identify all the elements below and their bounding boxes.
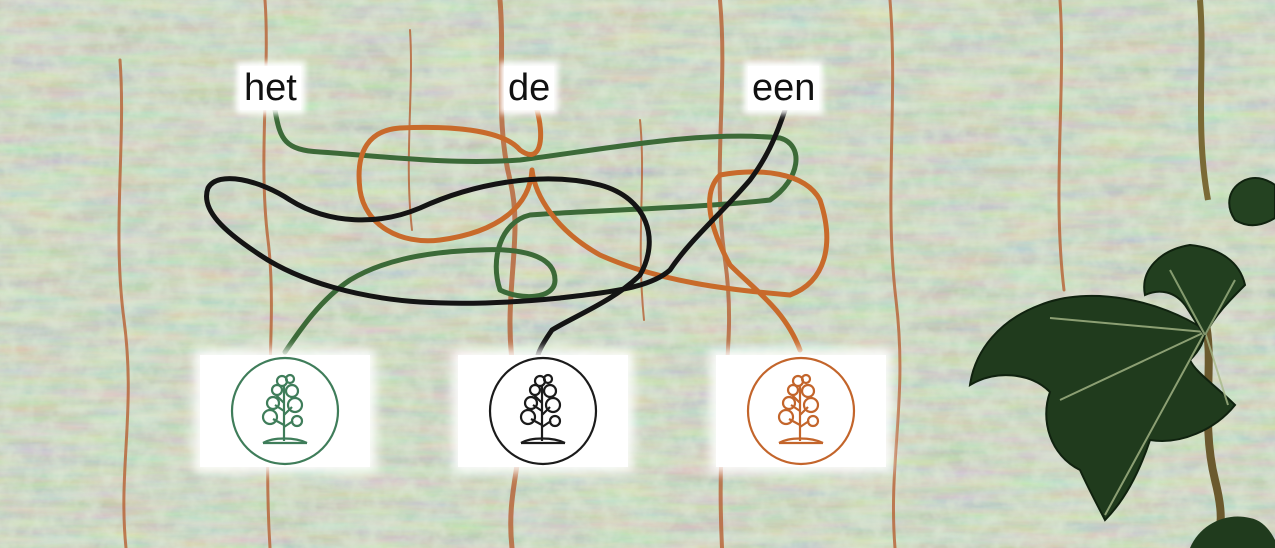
word-het: het [240,66,301,110]
tree-icon [488,356,598,466]
green-tree-icon-card [200,355,370,467]
ivy-plant [968,0,1275,548]
ivy-leaf-small [1228,176,1275,226]
orange-line [356,107,830,353]
tree-icon [230,356,340,466]
word-de: de [504,66,555,110]
ivy-leaf-large [968,294,1237,522]
ivy-leaf-top [1143,243,1247,337]
orange-tree-icon-card [716,355,886,467]
black-line [204,107,788,358]
ivy-leaf-bottom [1190,516,1275,548]
tree-icon [746,356,856,466]
green-line [272,107,799,355]
word-een: een [748,66,820,110]
black-tree-icon-card [458,355,628,467]
